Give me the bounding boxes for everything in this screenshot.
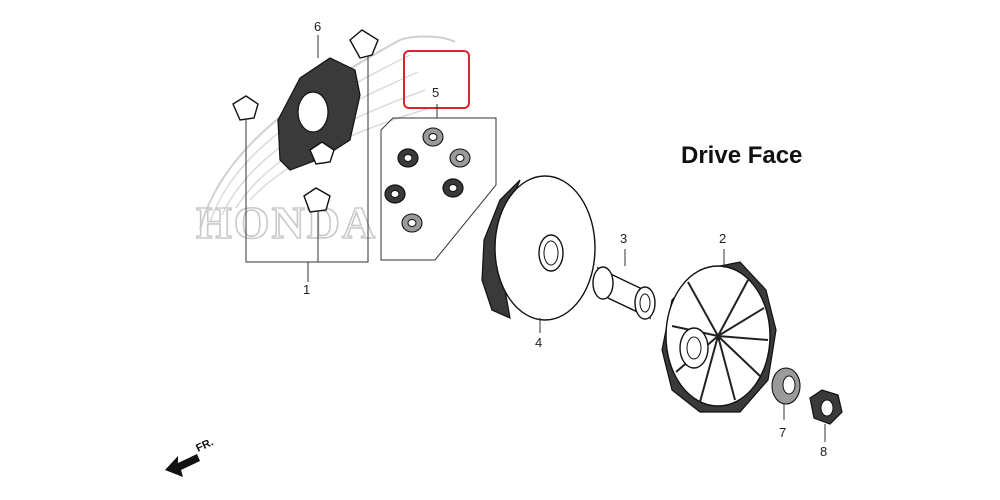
front-arrow-icon: [165, 454, 200, 477]
roller-2: [397, 148, 419, 168]
callout-3: 3: [620, 231, 627, 246]
roller-6: [401, 213, 423, 233]
roller-3: [449, 148, 471, 168]
movable-drive-face: [481, 175, 596, 321]
callout-5: 5: [432, 85, 439, 100]
ramp-plate: [232, 29, 379, 213]
roller-set: [380, 117, 497, 261]
callout-1: 1: [303, 282, 310, 297]
callout-7: 7: [779, 425, 786, 440]
roller-5: [384, 184, 406, 204]
washer: [771, 367, 801, 405]
watermark-text: HONDA: [196, 197, 377, 248]
roller-1: [422, 127, 444, 147]
front-label: FR.: [194, 436, 215, 454]
collar: [592, 266, 656, 320]
nut: [809, 389, 843, 425]
diagram-title: Drive Face: [681, 142, 802, 169]
bracket-1: [245, 56, 369, 282]
callout-6: 6: [314, 19, 321, 34]
drive-face-fan: [661, 261, 777, 413]
callout-4: 4: [535, 335, 542, 350]
callout-2: 2: [719, 231, 726, 246]
callout-8: 8: [820, 444, 827, 459]
roller-4: [442, 178, 464, 198]
